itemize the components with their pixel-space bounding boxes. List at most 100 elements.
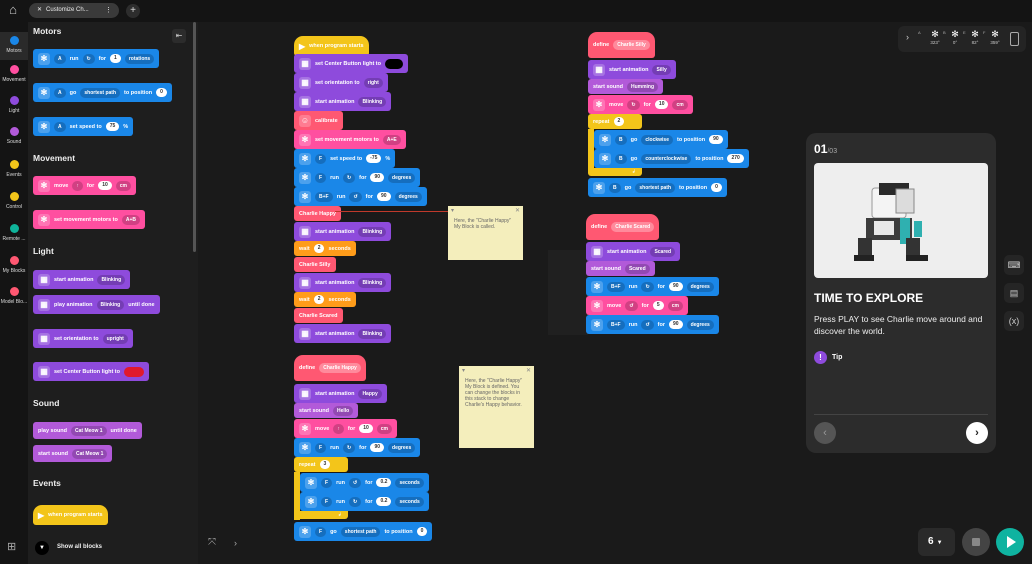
gamepad-icon[interactable]: ⌨	[1004, 255, 1024, 275]
knowledge-base-icon[interactable]: ▤	[1004, 283, 1024, 303]
color-dropdown[interactable]	[124, 366, 144, 377]
category-light[interactable]: Light	[0, 96, 28, 114]
palette-set-center-light-block[interactable]: ▦set Center Button light to	[33, 362, 149, 381]
close-tab-icon[interactable]: ✕	[37, 7, 43, 13]
previous-button[interactable]: ‹	[814, 422, 836, 444]
minimize-note-icon[interactable]: ▾	[451, 208, 455, 214]
play-button[interactable]	[996, 528, 1024, 556]
direction-dropdown[interactable]: ↺	[641, 319, 654, 330]
direction-dropdown[interactable]: ↻	[348, 496, 362, 507]
comment-note[interactable]: ▾✕Here, the "Charlie Happy" My Block is …	[448, 206, 523, 260]
direction-dropdown[interactable]: ↻	[627, 99, 640, 110]
show-all-blocks-link[interactable]: Show all blocks	[57, 544, 103, 550]
direction-dropdown[interactable]: ↺	[349, 191, 362, 202]
port-dropdown[interactable]: F	[315, 153, 327, 164]
category-motors[interactable]: Motors	[0, 32, 28, 60]
close-note-icon[interactable]: ✕	[514, 208, 520, 214]
category-movement[interactable]: Movement	[0, 65, 28, 83]
direction-dropdown[interactable]: ↺	[625, 300, 638, 311]
category-sound[interactable]: Sound	[0, 127, 28, 145]
palette-scrollbar[interactable]	[193, 22, 196, 252]
fit-to-screen-icon[interactable]: ⤧	[208, 537, 216, 548]
category-events[interactable]: Events	[0, 160, 28, 178]
tip-icon[interactable]: !	[814, 351, 827, 364]
home-icon[interactable]: ⌂	[9, 2, 17, 17]
call-charlie-scared-block[interactable]: Charlie Scared	[294, 308, 343, 323]
call-charlie-happy-block[interactable]: Charlie Happy	[294, 206, 341, 221]
direction-dropdown[interactable]: ↻	[641, 281, 654, 292]
project-tab[interactable]: ✕Customize Ch...⋮	[29, 3, 119, 18]
comment-note[interactable]: ▾✕Here, the "Charlie Happy" My Block is …	[459, 366, 534, 448]
stop-button[interactable]	[962, 528, 990, 556]
calibrate-block[interactable]: ☺calibrate	[294, 111, 343, 130]
next-button[interactable]: ›	[966, 422, 988, 444]
show-all-chevron-icon[interactable]: ▼	[35, 541, 49, 555]
direction-dropdown[interactable]: ↻	[82, 53, 95, 64]
close-note-icon[interactable]: ✕	[525, 368, 531, 374]
minimize-note-icon[interactable]: ▾	[462, 368, 466, 374]
call-charlie-silly-block[interactable]: Charlie Silly	[294, 257, 336, 272]
direction-dropdown[interactable]: ↑	[72, 180, 83, 191]
set-center-light-block[interactable]: ▦set Center Button light to	[294, 54, 408, 73]
color-dropdown[interactable]	[385, 58, 403, 69]
palette-when-program-starts-block[interactable]: ▶when program starts	[33, 505, 108, 525]
tip-label[interactable]: Tip	[832, 354, 843, 361]
direction-dropdown[interactable]: ↻	[342, 172, 356, 183]
hub-status-bar[interactable]: › ✻323° A ✻0° B ✻82° E ✻359° F	[898, 26, 1026, 52]
new-tab-button[interactable]: +	[126, 4, 140, 18]
category-control[interactable]: Control	[0, 192, 28, 210]
tab-menu-icon[interactable]: ⋮	[105, 7, 112, 14]
extensions-icon[interactable]: ⊞	[7, 541, 17, 553]
direction-dropdown[interactable]: ↑	[333, 423, 344, 434]
direction-dropdown[interactable]: ↺	[348, 477, 362, 488]
category-model-blocks[interactable]: Model Blo...	[0, 287, 28, 305]
category-remote[interactable]: Remote ...	[0, 224, 28, 242]
direction-dropdown[interactable]: ↻	[342, 442, 356, 453]
collapse-palette-button[interactable]: ⇤	[172, 29, 186, 43]
program-slot-selector[interactable]: 6▼	[918, 528, 955, 556]
